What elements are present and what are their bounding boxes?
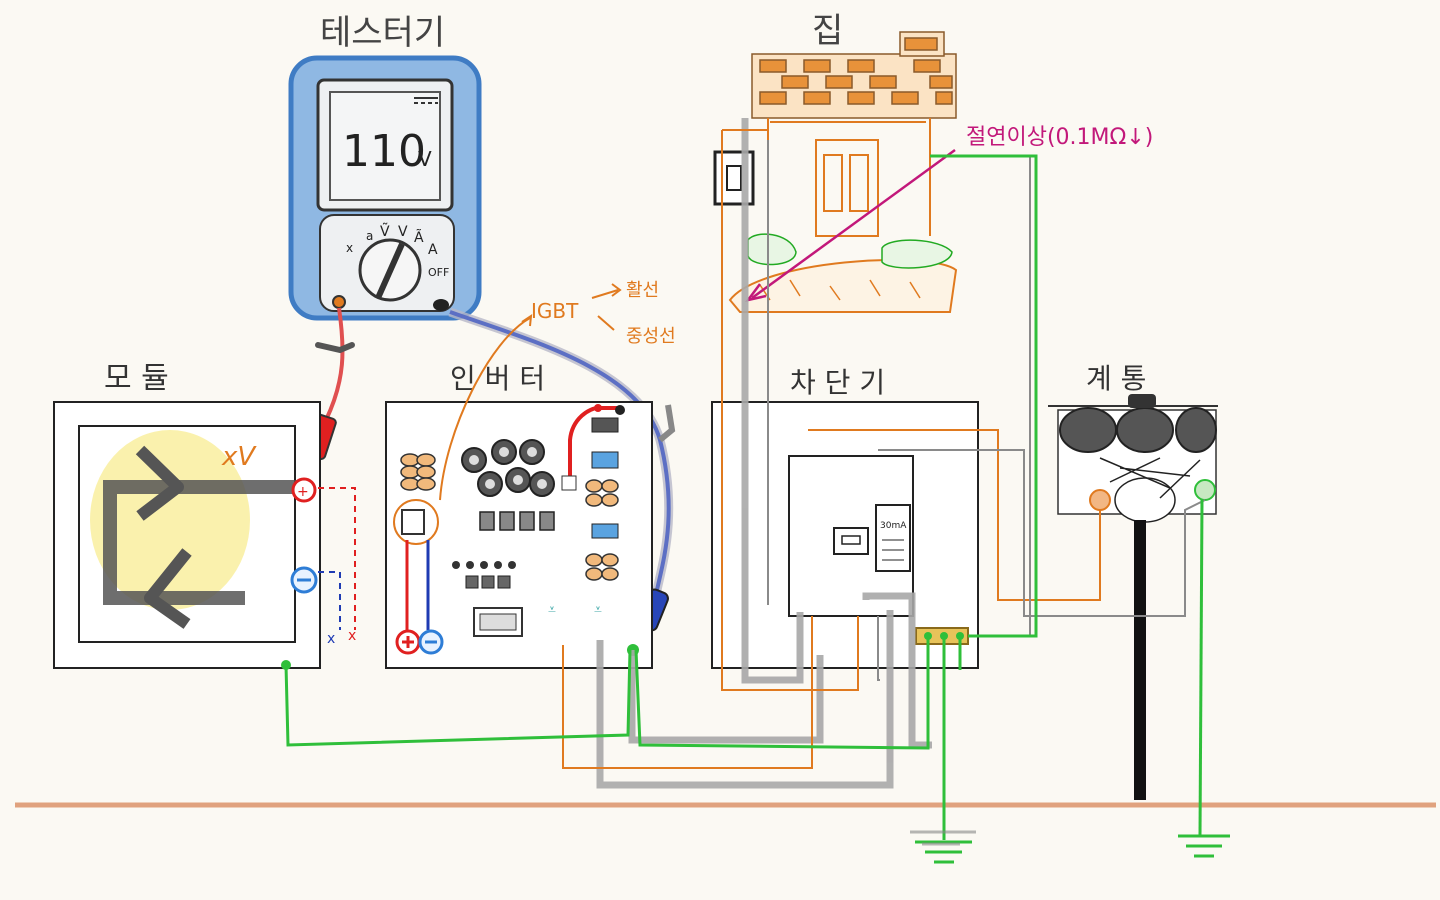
svg-text:x: x xyxy=(346,241,353,255)
igbt-highlight xyxy=(393,499,439,545)
breaker-rating: 30mA xyxy=(880,521,907,531)
svg-text:⩡: ⩡ xyxy=(548,602,556,618)
grid-orange-terminal[interactable] xyxy=(1089,489,1111,511)
plus-x-mark: x xyxy=(348,628,356,644)
green-ground-wires xyxy=(284,154,1204,840)
module-title: 모 듈 xyxy=(104,361,169,396)
gray-wires xyxy=(596,118,932,789)
minus-x-mark: x xyxy=(327,631,335,647)
igbt-component xyxy=(401,509,425,535)
house-door xyxy=(815,139,879,237)
tester-value: 110 xyxy=(342,126,426,177)
svg-text:A: A xyxy=(428,242,438,258)
breaker-info-panel xyxy=(875,504,911,572)
black-probe-wire xyxy=(449,310,671,601)
svg-text:Ṽ: Ṽ xyxy=(380,223,390,240)
red-probe-wire xyxy=(324,307,345,421)
tester-unit: V xyxy=(418,147,432,171)
earth-symbol-left xyxy=(915,840,972,864)
grid-title: 계 통 xyxy=(1086,362,1146,395)
arrow-right-icon xyxy=(135,445,184,521)
breaker-title: 차 단 기 xyxy=(790,366,885,399)
insulation-fault-arrow xyxy=(751,148,956,300)
dial-pointer xyxy=(375,242,405,300)
inverter-title: 인 버 터 xyxy=(450,362,545,395)
house-title: 집 xyxy=(812,11,843,51)
svg-text:V: V xyxy=(398,224,408,240)
inverter: 인 버 터 xyxy=(385,362,653,669)
grid: 계 통 xyxy=(1048,362,1218,800)
tester-off-label: OFF xyxy=(428,266,449,279)
module-current-path xyxy=(103,480,300,605)
breaker: 차 단 기 30mA xyxy=(711,366,979,669)
house: 집 절연이상(0.1MΩ↓) xyxy=(713,11,1153,313)
insulation-fault-label: 절연이상(0.1MΩ↓) xyxy=(966,125,1153,150)
tester-port-black[interactable] xyxy=(433,299,449,311)
igbt-label: IGBT xyxy=(531,299,579,323)
orange-wires xyxy=(562,129,1101,769)
arrow-left-icon xyxy=(144,548,192,629)
svg-text:+: + xyxy=(297,484,309,500)
module-plus-terminal[interactable] xyxy=(291,477,317,503)
igbt-live-label: 활선 xyxy=(626,280,659,301)
module-voltage: xV xyxy=(221,442,257,472)
igbt-neutral-label: 중성선 xyxy=(626,326,676,347)
breaker-box xyxy=(711,401,979,669)
module: 모 듈 xV + x x xyxy=(53,361,356,670)
module-glow xyxy=(90,430,250,610)
svg-text:⩡: ⩡ xyxy=(594,602,602,618)
tester-port-red[interactable] xyxy=(332,295,346,309)
svg-text:a: a xyxy=(366,229,373,243)
grid-green-terminal[interactable] xyxy=(1194,479,1216,501)
tester-title: 테스터기 xyxy=(320,13,445,53)
earth-symbol-right xyxy=(1178,834,1230,858)
tester: 110 V x a Ṽ V Ã A OFF 테스터기 xyxy=(288,13,482,321)
svg-text:Ã: Ã xyxy=(414,229,424,246)
